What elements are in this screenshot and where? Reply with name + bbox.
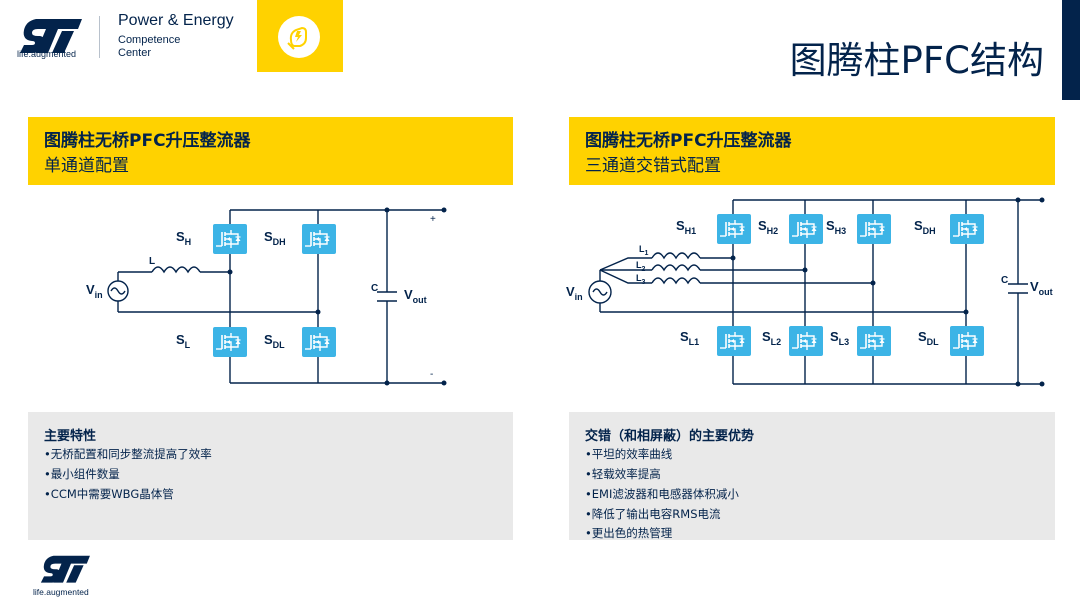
energy-hand-icon: [287, 26, 307, 50]
header-divider: [99, 16, 100, 58]
label-vin: Vin: [86, 282, 103, 300]
label-vin-r: Vin: [566, 284, 583, 302]
left-heading-line2: 单通道配置: [44, 156, 129, 176]
label-vout-r: Vout: [1030, 279, 1053, 297]
label-sh: SH: [176, 229, 191, 247]
label-sh1: SH1: [676, 218, 696, 236]
label-sdl-r: SDL: [918, 329, 939, 347]
badge-circle: [278, 16, 320, 58]
right-feature-item: •降低了输出电容RMS电流: [585, 507, 721, 521]
left-heading-box: 图腾柱无桥PFC升压整流器 单通道配置: [28, 117, 513, 185]
right-feature-item: •轻载效率提高: [585, 467, 661, 481]
label-sdh: SDH: [264, 229, 286, 247]
st-logo-icon: [20, 19, 82, 53]
left-feature-item: •最小组件数量: [44, 467, 120, 481]
slide-title: 图腾柱PFC结构: [789, 39, 1044, 82]
left-features-title: 主要特性: [44, 429, 97, 444]
switch-sl3-icon: [856, 325, 892, 357]
label-sl: SL: [176, 332, 191, 350]
header-tagline: life.augmented: [17, 49, 77, 59]
label-sh2: SH2: [758, 218, 778, 236]
left-heading-line1: 图腾柱无桥PFC升压整流器: [44, 131, 251, 151]
switch-sl-icon: [212, 326, 248, 358]
label-sl2: SL2: [762, 329, 781, 347]
competence-sub2: Center: [118, 47, 152, 59]
switch-sh1-icon: [716, 213, 752, 245]
competence-title: Power & Energy: [118, 12, 234, 29]
switch-sl2-icon: [788, 325, 824, 357]
label-sl1: SL1: [680, 329, 699, 347]
label-plus: +: [430, 214, 436, 225]
label-cap-r: C: [1001, 275, 1008, 286]
right-features-box: 交错（和相屏蔽）的主要优势 •平坦的效率曲线 •轻载效率提高 •EMI滤波器和电…: [569, 412, 1055, 540]
switch-sdl-icon: [949, 325, 985, 357]
label-sh3: SH3: [826, 218, 846, 236]
label-inductor: L: [149, 256, 155, 267]
three-channel-interleaved-circuit-diagram: SH1 SH2 SH3 SDH SL1 SL2 SL3 SDL L1 L2 L3…: [566, 197, 1053, 387]
competence-sub1: Competence: [118, 34, 181, 46]
label-l1: L1: [639, 244, 649, 257]
label-vout: Vout: [404, 287, 427, 305]
right-feature-item: •更出色的热管理: [585, 526, 673, 540]
right-heading-line2: 三通道交错式配置: [585, 156, 721, 176]
label-sl3: SL3: [830, 329, 849, 347]
st-footer-logo-icon: [40, 555, 90, 583]
switch-sh-icon: [212, 223, 248, 255]
right-features-title: 交错（和相屏蔽）的主要优势: [585, 429, 755, 444]
single-channel-circuit-diagram: SH SDH SL SDL L C Vin Vout + -: [86, 207, 447, 386]
right-feature-item: •平坦的效率曲线: [585, 447, 673, 461]
right-feature-item: •EMI滤波器和电感器体积减小: [585, 487, 739, 501]
label-cap: C: [371, 283, 378, 294]
switch-sh2-icon: [788, 213, 824, 245]
label-sdh-r: SDH: [914, 218, 936, 236]
label-l3: L3: [636, 273, 646, 286]
label-l2: L2: [636, 260, 646, 273]
label-minus: -: [430, 369, 433, 380]
left-feature-item: •CCM中需要WBG晶体管: [44, 487, 174, 501]
label-sdl: SDL: [264, 332, 285, 350]
accent-bar: [1062, 0, 1080, 100]
switch-sl1-icon: [716, 325, 752, 357]
switch-sdl-icon: [301, 326, 337, 358]
switch-sh3-icon: [856, 213, 892, 245]
left-features-box: 主要特性 •无桥配置和同步整流提高了效率 •最小组件数量 •CCM中需要WBG晶…: [28, 412, 513, 540]
footer-tagline: life.augmented: [33, 587, 89, 597]
switch-sdh-icon: [949, 213, 985, 245]
switch-sdh-icon: [301, 223, 337, 255]
right-heading-box: 图腾柱无桥PFC升压整流器 三通道交错式配置: [569, 117, 1055, 185]
left-feature-item: •无桥配置和同步整流提高了效率: [44, 447, 212, 461]
right-heading-line1: 图腾柱无桥PFC升压整流器: [585, 131, 792, 151]
